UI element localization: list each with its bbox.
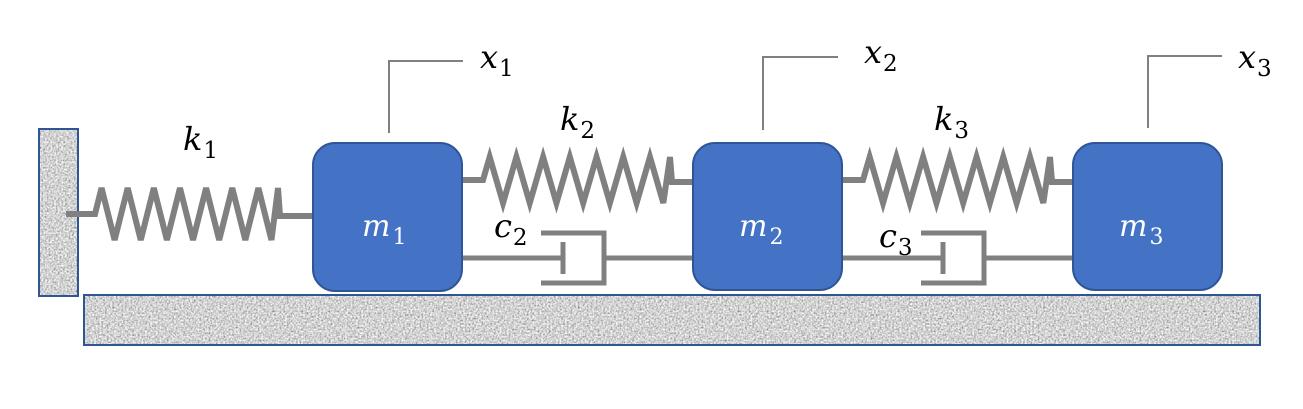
spring-1-label: k1 [183, 120, 218, 164]
damper-3-label: c3 [879, 217, 913, 261]
mass-2: m2 [692, 142, 843, 291]
spring-3-label: k3 [934, 100, 969, 144]
displacement-2-label: x2 [864, 33, 898, 77]
mass-2-label: m2 [739, 209, 783, 250]
mass-3-label: m3 [1119, 209, 1163, 250]
displacement-1-label: x1 [480, 38, 514, 82]
mass-3-block [1072, 142, 1223, 291]
ground-border [83, 294, 1261, 346]
spring-2-label: k2 [560, 100, 595, 144]
displacement-3-label: x3 [1238, 38, 1272, 82]
mass-3: m3 [1072, 142, 1223, 291]
displacement-2-marker [762, 56, 838, 130]
ground [83, 294, 1261, 346]
mass-1-label: m1 [362, 209, 406, 250]
damper-2-label: c2 [494, 207, 528, 251]
spring-1 [66, 187, 313, 241]
spring-2 [455, 146, 693, 214]
spring-3 [835, 146, 1073, 214]
mass-2-block [692, 142, 843, 291]
mass-1: m1 [312, 142, 463, 292]
displacement-1-marker [388, 60, 463, 133]
displacement-3-marker [1147, 55, 1222, 128]
mass-1-block [312, 142, 463, 292]
